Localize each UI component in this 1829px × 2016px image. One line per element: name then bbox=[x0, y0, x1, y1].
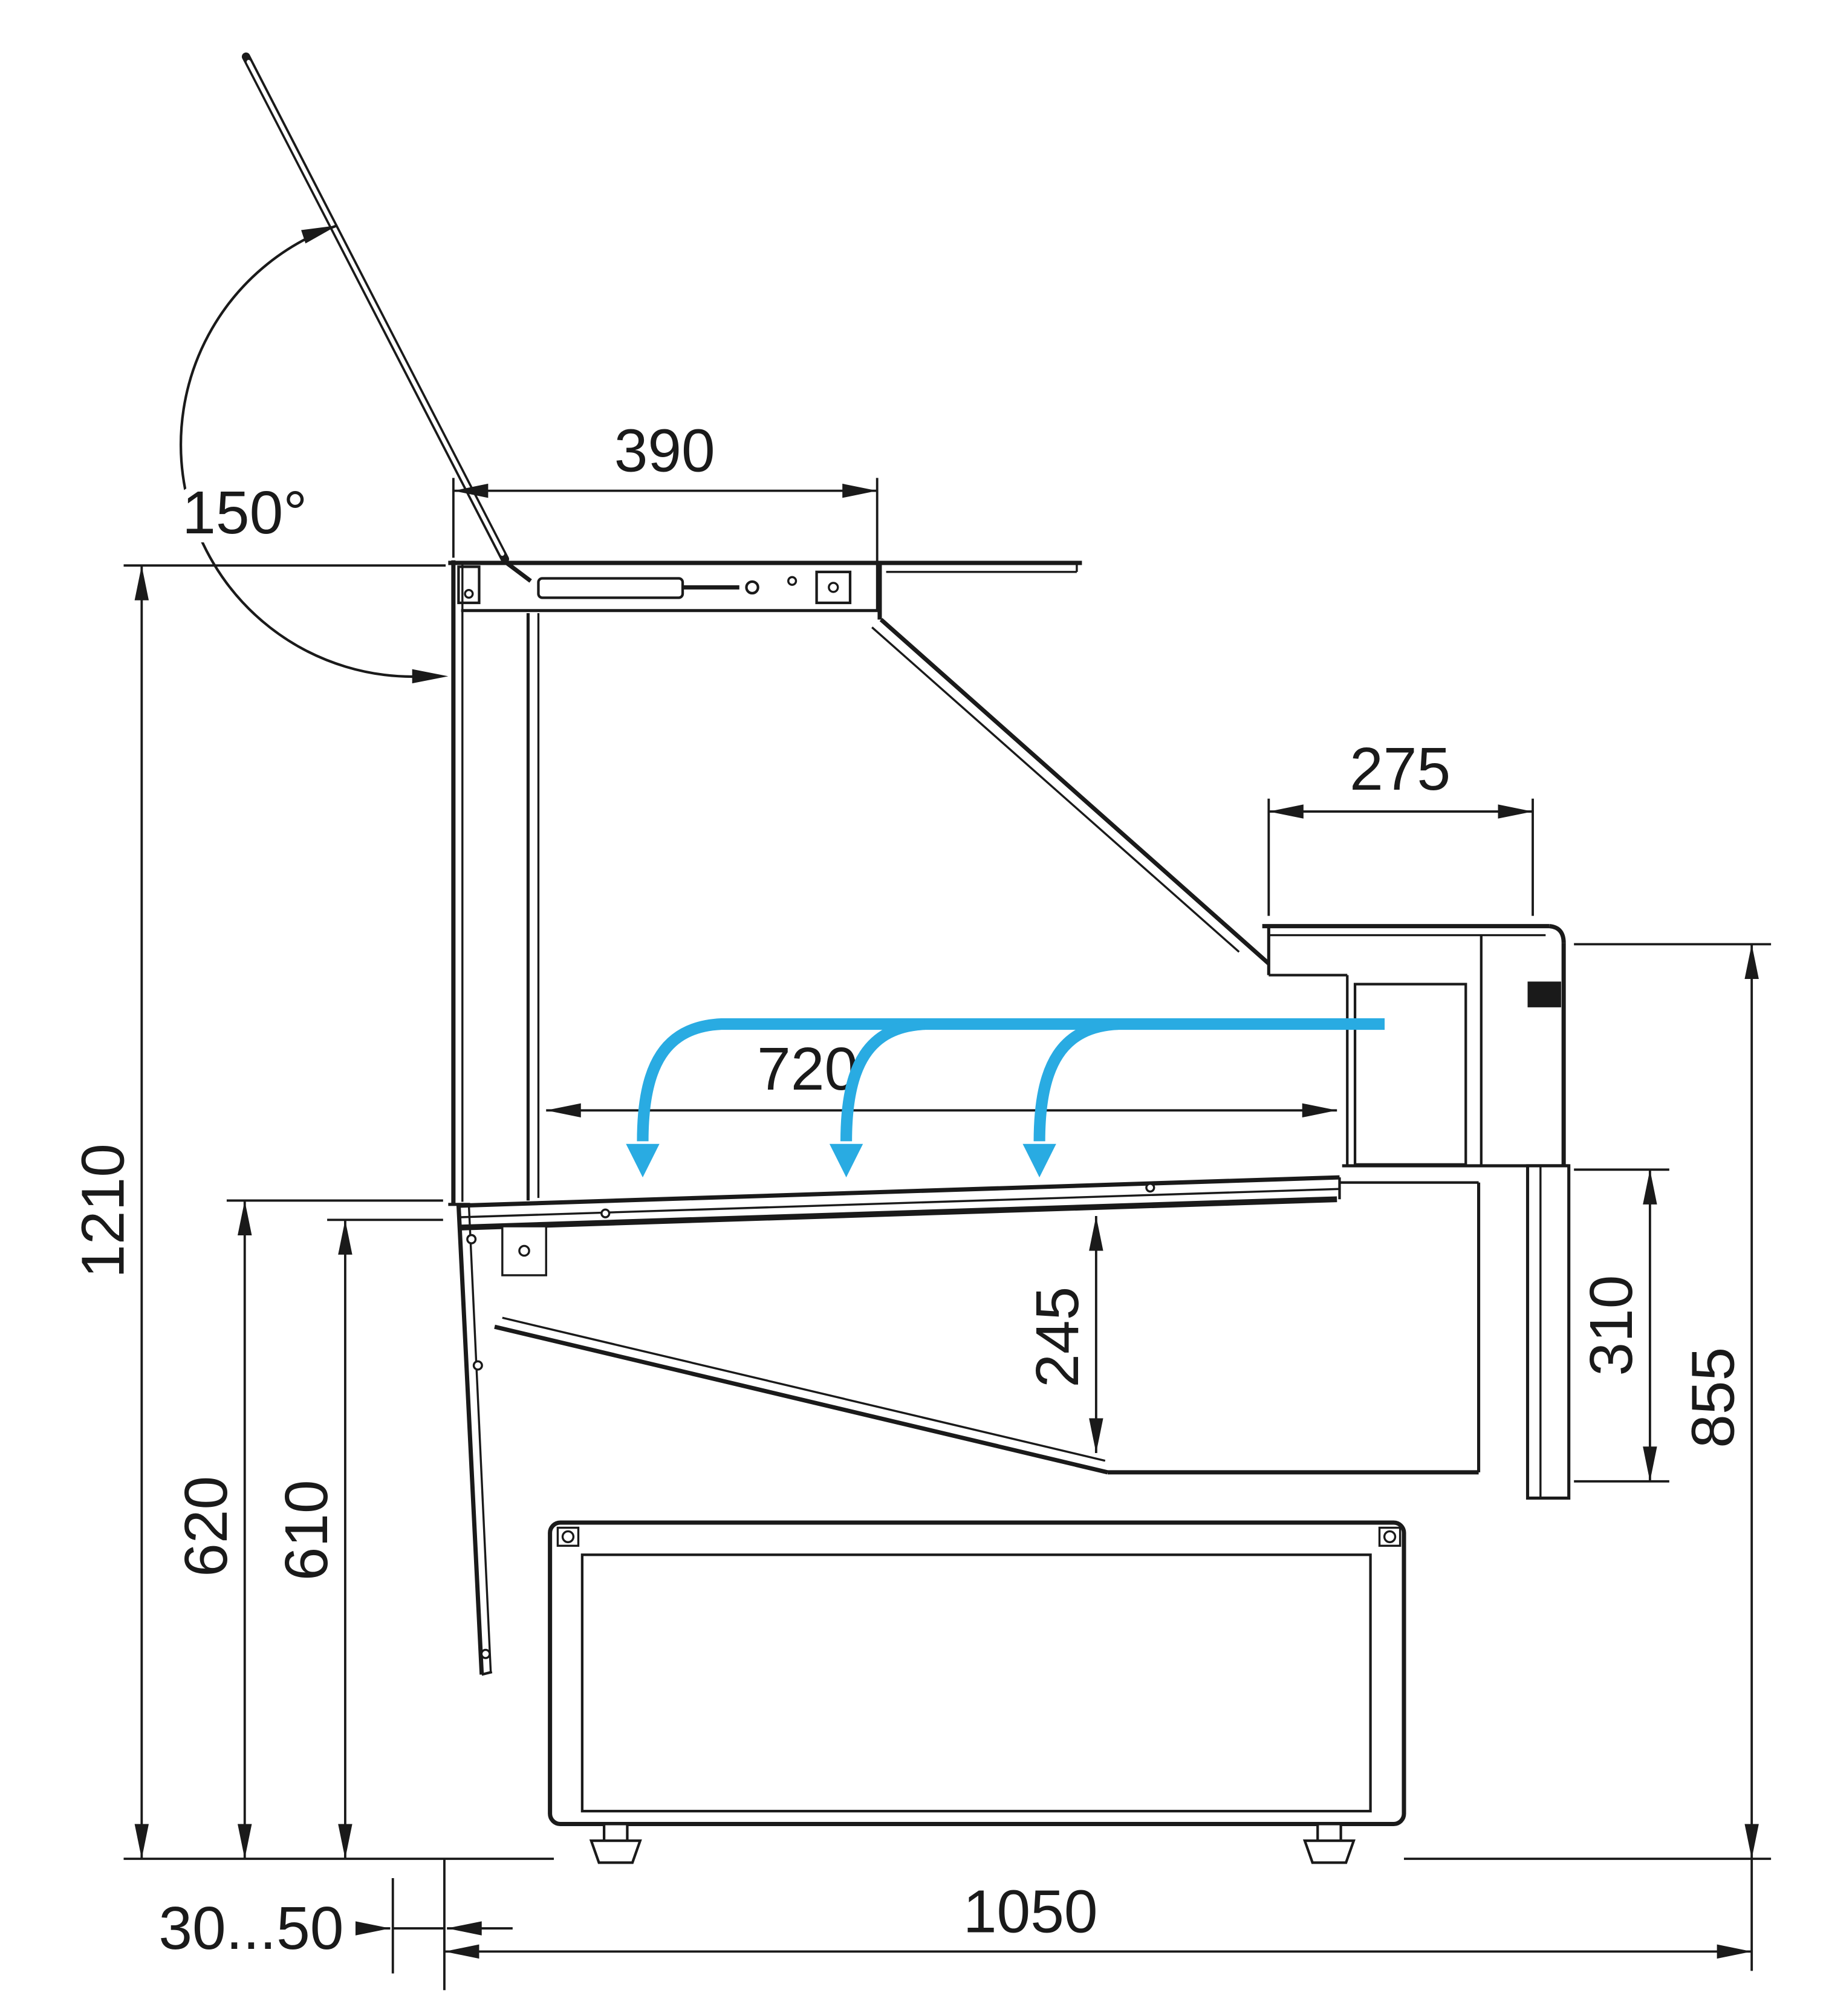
panel-screw-2 bbox=[472, 1360, 483, 1371]
airflow-arrowhead-1 bbox=[626, 1143, 660, 1178]
deck-top bbox=[458, 1175, 1340, 1208]
base-bolt-right bbox=[1383, 1530, 1397, 1544]
display-deck bbox=[458, 1175, 1479, 1231]
adjustable-feet bbox=[589, 1823, 1356, 1864]
airflow-branch-3 bbox=[1033, 1018, 1119, 1142]
front-panel-outer bbox=[456, 1204, 484, 1675]
front-panel-inner bbox=[467, 1204, 492, 1673]
rear-panel bbox=[1525, 1164, 1571, 1500]
well-bottom-outer bbox=[494, 1324, 1108, 1475]
dim-275-label: 275 bbox=[1350, 735, 1451, 803]
rear-panel-outline bbox=[1525, 1164, 1571, 1500]
gas-strut-cylinder bbox=[537, 577, 684, 599]
base-unit bbox=[548, 1520, 1406, 1826]
well-bottom-inner bbox=[502, 1316, 1106, 1462]
dim-30-50: 30...50 bbox=[158, 1858, 513, 1991]
panel-screw-1 bbox=[466, 1234, 477, 1244]
airflow-arrowhead-3 bbox=[1022, 1143, 1056, 1178]
dim-610-label: 610 bbox=[273, 1480, 340, 1581]
rear-bracket-screw bbox=[828, 582, 839, 593]
middle-body bbox=[456, 1182, 1481, 1676]
angle-arc bbox=[180, 224, 426, 678]
foot-left-stem bbox=[602, 1823, 629, 1842]
dim-1050: 1050 bbox=[444, 1858, 1753, 1971]
deck-screw-1 bbox=[600, 1208, 611, 1218]
dim-720-label: 720 bbox=[757, 1035, 858, 1103]
rear-bracket bbox=[815, 570, 852, 605]
dim-1210: 1210 bbox=[70, 564, 446, 1859]
base-inner-panel bbox=[580, 1553, 1372, 1813]
foot-right-stem bbox=[1316, 1823, 1342, 1842]
dim-390-label: 390 bbox=[614, 417, 715, 485]
dim-275: 275 bbox=[1267, 735, 1534, 916]
rear-slope-inner bbox=[871, 626, 1240, 953]
lid-inner-face bbox=[246, 60, 505, 556]
dim-620-label: 620 bbox=[172, 1476, 240, 1577]
front-glass bbox=[448, 560, 540, 1206]
angle-arc-arrow-bottom bbox=[412, 669, 449, 684]
dim-310: 310 bbox=[1574, 1168, 1669, 1483]
dim-245-label: 245 bbox=[1024, 1287, 1091, 1388]
deck-bottom bbox=[458, 1196, 1337, 1231]
dim-855-label: 855 bbox=[1679, 1347, 1747, 1448]
strut-pivot bbox=[745, 580, 759, 595]
hinge-plate-screw bbox=[518, 1244, 530, 1257]
dim-390: 390 bbox=[452, 417, 879, 611]
hinge-screw bbox=[464, 588, 474, 599]
rear-slope bbox=[871, 618, 1270, 966]
rear-fitting bbox=[1527, 981, 1561, 1007]
front-panel-cap bbox=[481, 1671, 493, 1676]
airflow bbox=[626, 1018, 1385, 1178]
dim-720: 720 bbox=[546, 1026, 1337, 1118]
dim-1050-label: 1050 bbox=[963, 1878, 1098, 1945]
dim-245: 245 bbox=[1015, 1215, 1103, 1453]
panel-screw-3 bbox=[480, 1648, 491, 1659]
dim-3050-label: 30...50 bbox=[158, 1894, 343, 1962]
airflow-branch-2 bbox=[840, 1018, 926, 1142]
duct-box bbox=[1353, 983, 1467, 1166]
dim-620: 620 bbox=[172, 1199, 443, 1859]
dimensions: 390 150° 275 720 1210 620 bbox=[70, 417, 1772, 1991]
rear-slope-outer bbox=[879, 618, 1270, 966]
rear-shelf bbox=[1262, 924, 1569, 1168]
airflow-main-line bbox=[637, 1018, 1385, 1142]
base-bolt-left bbox=[561, 1530, 575, 1544]
case-structure bbox=[180, 52, 1571, 1864]
foot-left-pad bbox=[589, 1839, 642, 1864]
shelf-corner bbox=[1549, 924, 1566, 943]
canopy-screw bbox=[787, 576, 798, 586]
deck-screw-2 bbox=[1145, 1183, 1155, 1193]
airflow-arrowhead-2 bbox=[829, 1143, 863, 1178]
dim-150-label: 150° bbox=[182, 479, 307, 547]
angle-arc-arrow-top bbox=[301, 225, 338, 244]
dim-610: 610 bbox=[273, 1218, 443, 1859]
foot-right-pad bbox=[1302, 1839, 1356, 1864]
opening-angle-arc bbox=[180, 224, 449, 684]
dim-855: 855 bbox=[1574, 943, 1772, 1859]
dim-310-label: 310 bbox=[1577, 1275, 1645, 1376]
dim-1210-label: 1210 bbox=[70, 1143, 137, 1278]
